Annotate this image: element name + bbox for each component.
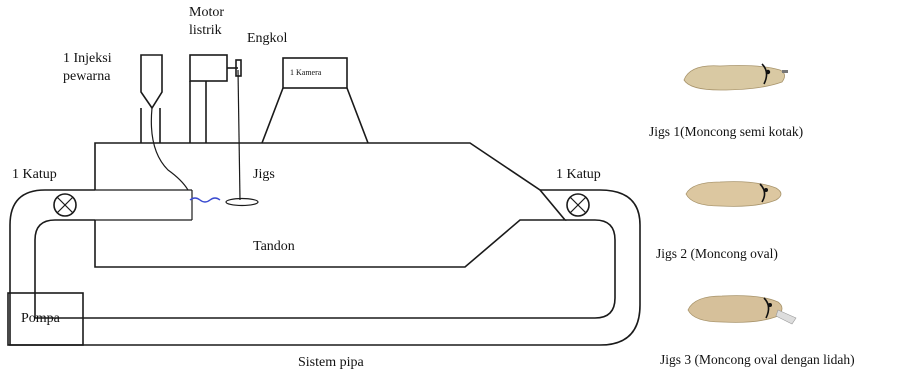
dye-trace [189, 197, 221, 203]
caption-jigs-3: Jigs 3 (Moncong oval dengan lidah) [660, 352, 855, 367]
label-injection-1: 1 Injeksi [63, 51, 112, 66]
dye-injector [140, 54, 221, 203]
label-valve-left: 1 Katup [12, 167, 57, 182]
crank-rod [237, 69, 241, 201]
pipe-outer [9, 189, 641, 346]
lure-photo-3 [687, 295, 797, 325]
label-pump: Pompa [21, 311, 61, 326]
caption-jigs-1: Jigs 1(Moncong semi kotak) [649, 124, 803, 139]
caption-jigs-2: Jigs 2 (Moncong oval) [656, 246, 778, 261]
label-injection-2: pewarna [63, 69, 111, 84]
label-pipe-system: Sistem pipa [298, 355, 365, 370]
lure-lip [775, 309, 797, 325]
label-crank: Engkol [247, 31, 288, 46]
pipe-inner [34, 219, 616, 319]
label-motor-1: Motor [189, 5, 224, 20]
lure-photo-2 [685, 181, 782, 207]
label-tank: Tandon [253, 239, 295, 254]
label-camera: 1 Kamera [290, 68, 322, 77]
valve-left [53, 193, 77, 217]
label-motor-2: listrik [189, 23, 222, 38]
label-jigs: Jigs [253, 167, 275, 182]
jig-model [225, 197, 259, 207]
label-valve-right: 1 Katup [556, 167, 601, 182]
pump [7, 292, 84, 346]
tank [94, 142, 567, 268]
camera [261, 57, 369, 144]
valve-right [566, 193, 590, 217]
motor [189, 54, 242, 201]
tank-outline [94, 142, 567, 268]
lure-photo-1 [683, 63, 788, 91]
pipe-system [9, 189, 641, 346]
